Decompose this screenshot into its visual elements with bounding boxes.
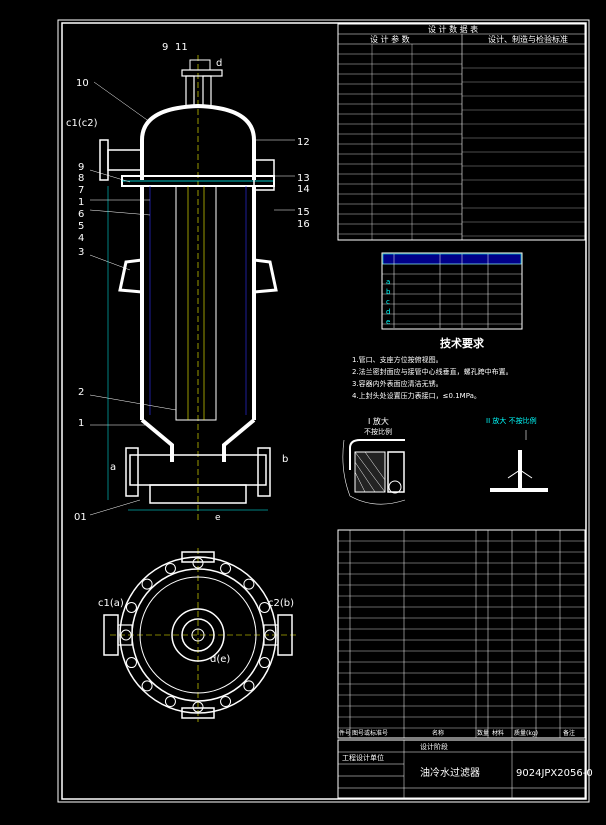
bom-header-material: 材料 bbox=[492, 729, 504, 737]
nozzle-table bbox=[381, 252, 523, 330]
tech-req-item-1: 1.管口、支座方位按俯视图。 bbox=[352, 355, 443, 364]
nozzle-mark-c: c bbox=[386, 298, 390, 306]
detail-ii-title: II 放大 不按比例 bbox=[486, 416, 537, 425]
bom-header-name: 名称 bbox=[432, 729, 444, 737]
title-block bbox=[337, 739, 586, 799]
vessel-elevation-view bbox=[89, 55, 295, 520]
label-7: 7 bbox=[78, 185, 84, 196]
design-table-col-right: 设计、制造与检验标准 bbox=[488, 34, 568, 44]
label-13: 13 bbox=[297, 173, 310, 184]
title-block-drawing-no: 9024JPX2056-0 bbox=[516, 768, 593, 779]
design-table-col-left: 设 计 参 数 bbox=[370, 34, 410, 44]
label-4: 4 bbox=[78, 233, 84, 244]
label-c2b: c2(b) bbox=[268, 598, 294, 609]
detail-i-view bbox=[342, 439, 406, 505]
label-9b: 9 bbox=[78, 162, 84, 173]
bom-header-mass: 质量(kg) bbox=[514, 729, 538, 737]
label-11-top: 11 bbox=[175, 42, 188, 53]
label-1a: 1 bbox=[78, 197, 84, 208]
bom-table bbox=[337, 529, 586, 739]
label-a: a bbox=[110, 462, 116, 473]
label-14: 14 bbox=[297, 184, 310, 195]
label-10: 10 bbox=[76, 78, 89, 89]
detail-i-title: I 放大 bbox=[368, 416, 389, 426]
nozzle-mark-e: e bbox=[386, 318, 390, 326]
nozzle-mark-d: d bbox=[386, 308, 390, 316]
label-01: 01 bbox=[74, 512, 87, 523]
design-data-table bbox=[337, 23, 586, 241]
label-de: d(e) bbox=[210, 654, 230, 665]
design-table-title: 设 计 数 据 表 bbox=[428, 24, 478, 34]
drawing-outer-frame bbox=[57, 19, 590, 803]
bom-header-no: 件号 bbox=[339, 729, 351, 737]
vessel-plan-view bbox=[103, 548, 296, 722]
label-5: 5 bbox=[78, 221, 84, 232]
title-block-project: 设计阶段 bbox=[420, 742, 448, 751]
nozzle-mark-a: a bbox=[386, 278, 390, 286]
label-c1a: c1(a) bbox=[98, 598, 124, 609]
label-e: e bbox=[215, 513, 221, 523]
label-3: 3 bbox=[78, 247, 84, 258]
bom-header-note: 备注 bbox=[563, 729, 575, 737]
title-block-drawing-name: 油冷水过滤器 bbox=[420, 766, 480, 779]
nozzle-mark-b: b bbox=[386, 288, 391, 296]
detail-ii-view bbox=[490, 430, 548, 492]
label-d-top: d bbox=[216, 58, 222, 69]
tech-req-item-4: 4.上封头处设置压力表接口，≤0.1MPa。 bbox=[352, 391, 481, 400]
drawing-inner-frame bbox=[61, 22, 587, 800]
label-16: 16 bbox=[297, 219, 310, 230]
label-c1c2: c1(c2) bbox=[66, 118, 98, 129]
label-2: 2 bbox=[78, 387, 84, 398]
tech-req-item-2: 2.法兰密封面应与接管中心线垂直，螺孔跨中布置。 bbox=[352, 367, 513, 376]
label-6: 6 bbox=[78, 209, 84, 220]
label-b: b bbox=[282, 454, 288, 465]
bom-header-qty: 数量 bbox=[477, 729, 489, 737]
label-8: 8 bbox=[78, 173, 84, 184]
title-block-unit: 工程设计单位 bbox=[342, 753, 384, 762]
label-12: 12 bbox=[297, 137, 310, 148]
tech-req-item-3: 3.容器内外表面应清洁无锈。 bbox=[352, 379, 443, 388]
tech-req-title: 技术要求 bbox=[440, 336, 485, 350]
bom-header-drawing: 图号或标准号 bbox=[352, 729, 388, 737]
label-1b: 1 bbox=[78, 418, 84, 429]
label-9-top: 9 bbox=[162, 42, 168, 53]
label-15: 15 bbox=[297, 207, 310, 218]
detail-i-subtitle: 不按比例 bbox=[364, 427, 392, 436]
